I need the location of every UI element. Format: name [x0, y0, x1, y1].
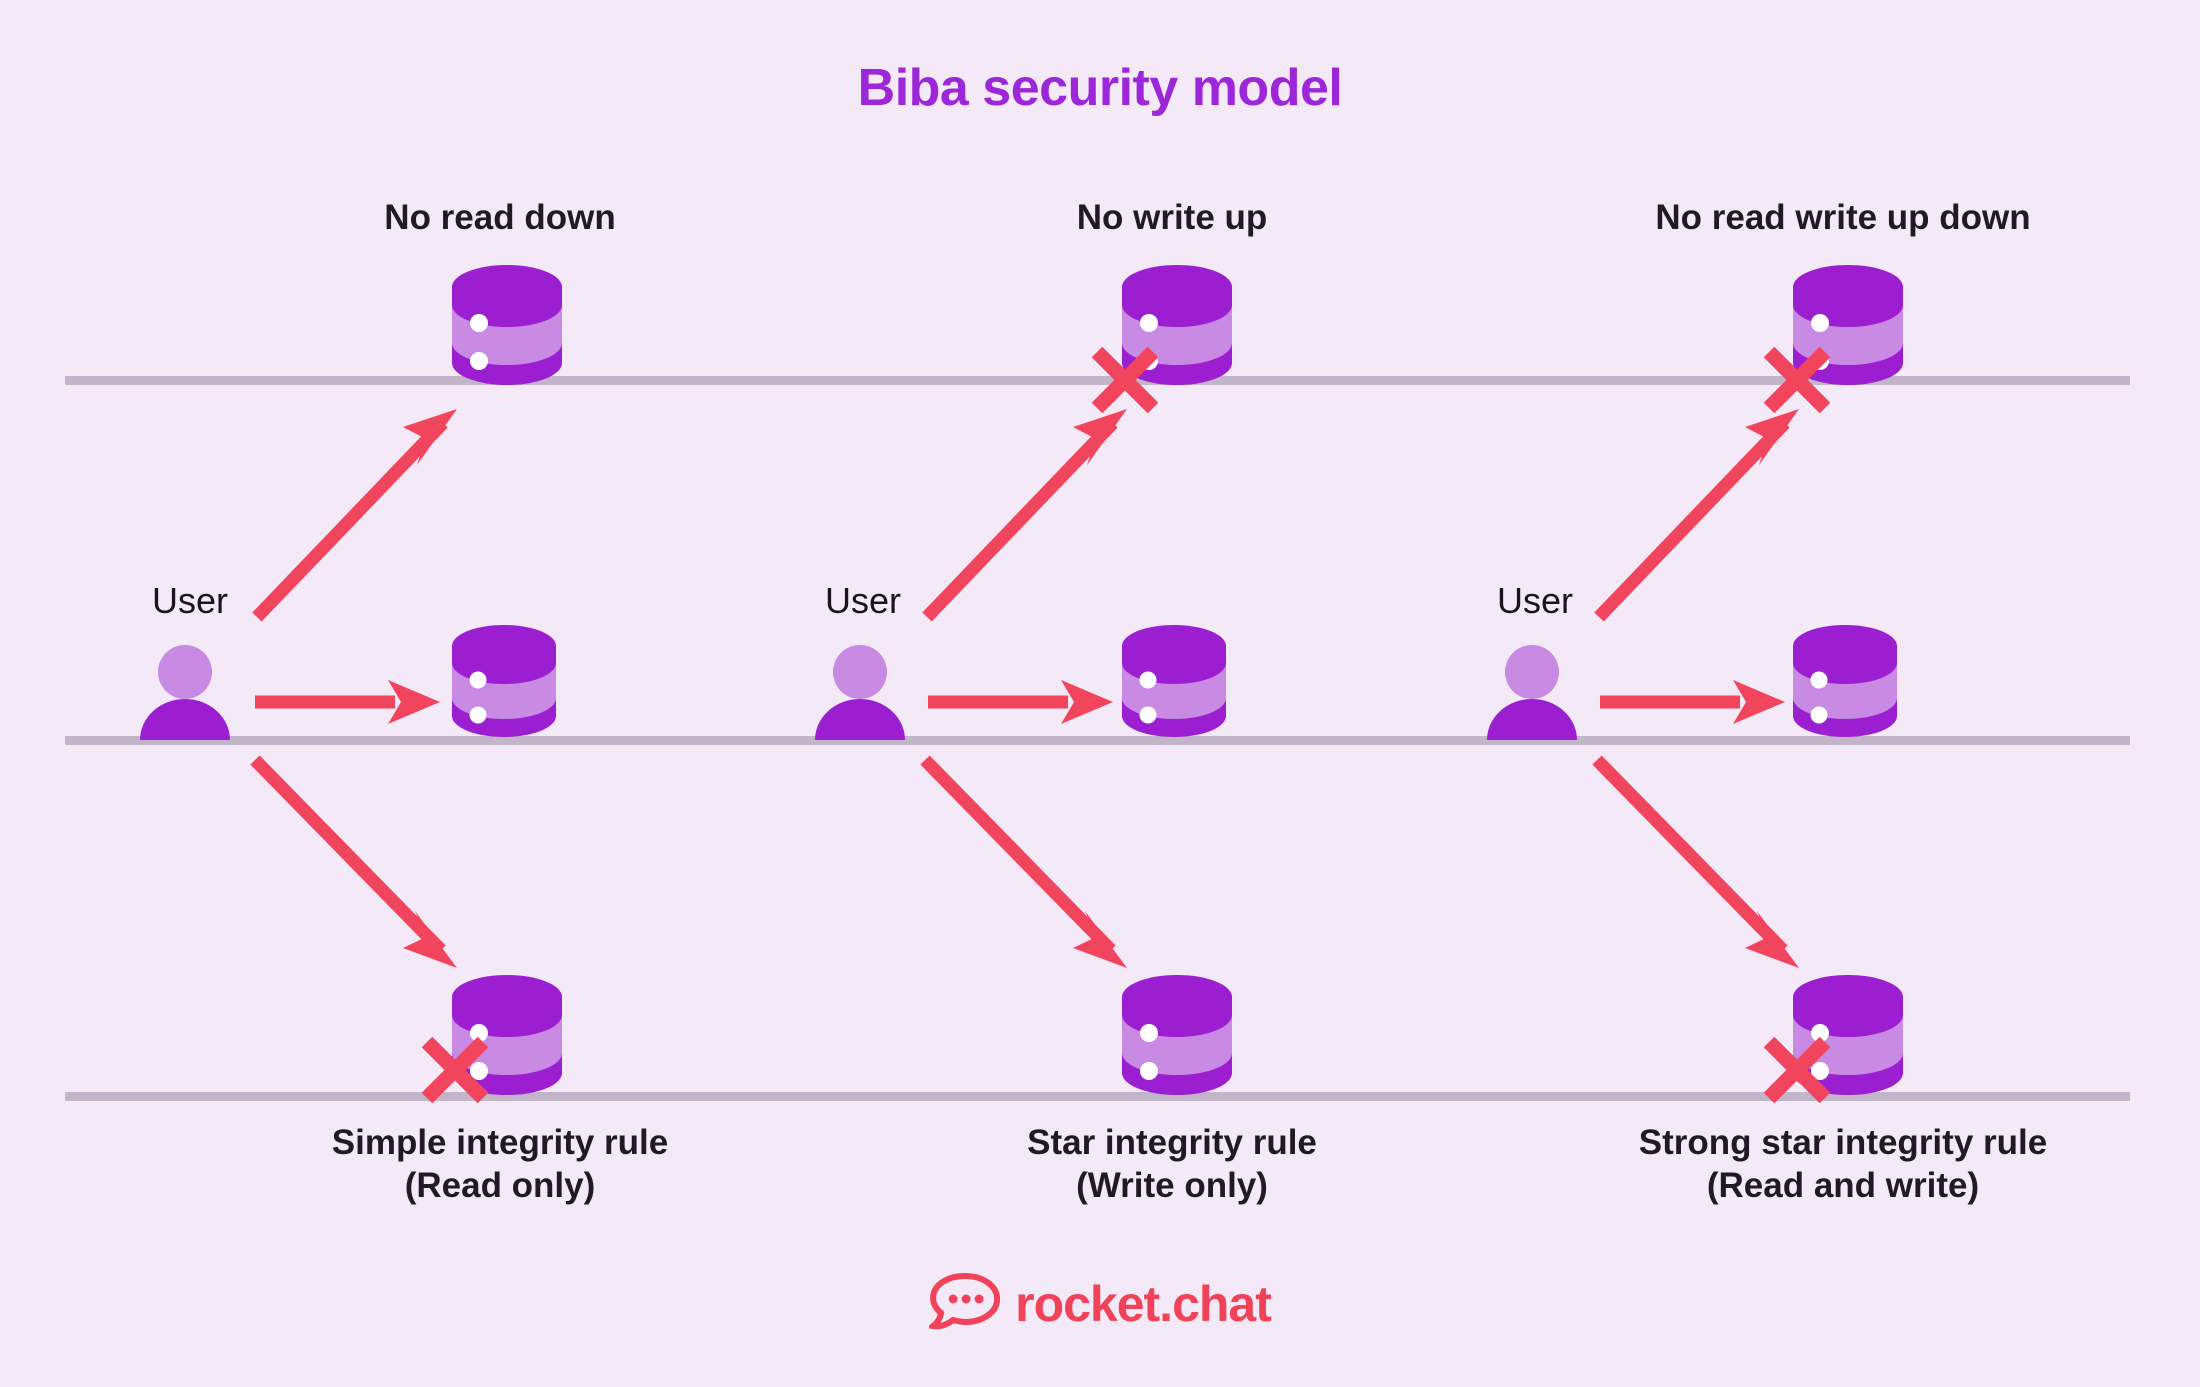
column-footer-simple-integrity: Simple integrity rule (Read only) [332, 1122, 668, 1207]
footer-line-1-col3: Strong star integrity rule [1638, 1123, 2048, 1162]
database-icon-bottom-col2 [1122, 975, 1232, 1095]
footer-line-2-col3: (Read and write) [1706, 1165, 1980, 1205]
blocked-x-icon-top-col2 [1085, 340, 1165, 420]
database-icon-mid-col1 [452, 625, 556, 737]
blocked-x-icon-top-col3 [1757, 340, 1837, 420]
footer-line-2-col2: (Write only) [1076, 1165, 1268, 1205]
rocket-chat-logo: rocket.chat [925, 1272, 1272, 1335]
arrow-right-col3 [1600, 672, 1785, 732]
user-icon-col3 [1482, 645, 1582, 740]
rocket-chat-bubble-icon [925, 1272, 1001, 1335]
page-title: Biba security model [857, 59, 1343, 117]
arrow-down-col1 [245, 750, 465, 980]
column-header-simple-integrity: No read down [384, 198, 616, 237]
integrity-level-line-mid [65, 736, 2130, 745]
integrity-level-line-low [65, 1092, 2130, 1101]
footer-line-2-col1: (Read only) [404, 1165, 596, 1205]
footer-line-1-col2: Star integrity rule [1027, 1123, 1317, 1162]
user-label-col1: User [151, 580, 229, 621]
arrow-down-col3 [1587, 750, 1807, 980]
arrow-up-col1 [245, 395, 465, 625]
arrow-right-col1 [255, 672, 440, 732]
column-footer-strong-star-integrity: Strong star integrity rule (Read and wri… [1639, 1122, 2047, 1207]
arrow-up-col3 [1587, 395, 1807, 625]
column-header-strong-star-integrity: No read write up down [1655, 198, 2031, 237]
user-icon-col2 [810, 645, 910, 740]
rocket-chat-wordmark: rocket.chat [1015, 1275, 1272, 1332]
user-label-col2: User [824, 580, 902, 621]
column-header-star-integrity: No write up [1076, 198, 1268, 237]
blocked-x-icon-bottom-col1 [415, 1030, 495, 1110]
database-icon-top-col1 [452, 265, 562, 385]
arrow-down-col2 [915, 750, 1135, 980]
database-icon-bottom-col3 [1793, 975, 1903, 1095]
arrow-right-col2 [928, 672, 1113, 732]
database-icon-bottom-col1 [452, 975, 562, 1095]
arrow-up-col2 [915, 395, 1135, 625]
database-icon-mid-col3 [1793, 625, 1897, 737]
blocked-x-icon-bottom-col3 [1757, 1030, 1837, 1110]
user-label-col3: User [1496, 580, 1574, 621]
integrity-level-line-high [65, 376, 2130, 385]
column-footer-star-integrity: Star integrity rule (Write only) [1027, 1122, 1317, 1207]
database-icon-mid-col2 [1122, 625, 1226, 737]
user-icon-col1 [135, 645, 235, 740]
footer-line-1-col1: Simple integrity rule [331, 1123, 669, 1162]
